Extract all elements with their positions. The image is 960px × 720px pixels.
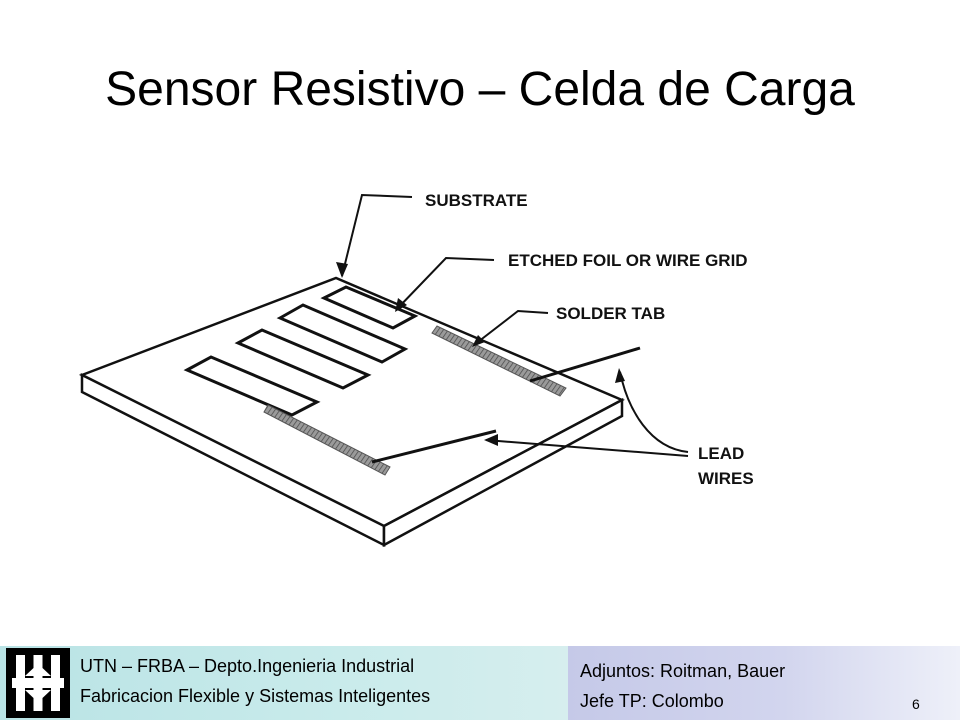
callout-substrate — [341, 193, 413, 277]
footer-institution: UTN – FRBA – Depto.Ingenieria Industrial — [80, 656, 415, 676]
label-wires: WIRES — [698, 469, 754, 488]
slide-title: Sensor Resistivo – Celda de Carga — [105, 63, 855, 116]
arrowhead-grid — [395, 298, 407, 312]
label-substrate: SUBSTRATE — [425, 191, 528, 210]
arrowhead-solder-tab — [472, 335, 485, 347]
arrowhead-lead-upper — [615, 368, 625, 383]
solder-tab-lower — [263, 404, 391, 476]
lead-wire-upper — [529, 346, 641, 383]
grid-loop-4 — [320, 285, 419, 330]
callout-lead-lower — [485, 439, 689, 457]
footer: UTN – FRBA – Depto.Ingenieria Industrial… — [0, 646, 960, 720]
label-grid: ETCHED FOIL OR WIRE GRID — [508, 251, 748, 270]
callout-lines — [341, 193, 689, 457]
arrowhead-substrate — [336, 262, 348, 278]
callout-lead-upper — [619, 371, 689, 453]
grid-loop-1 — [183, 355, 321, 417]
substrate-plate — [78, 276, 625, 548]
footer-jefe-tp: Jefe TP: Colombo — [580, 691, 724, 711]
lead-wire-lower — [371, 429, 497, 464]
label-solder-tab: SOLDER TAB — [556, 304, 665, 323]
footer-course: Fabricacion Flexible y Sistemas Intelige… — [80, 686, 431, 706]
solder-tab-upper — [431, 325, 567, 397]
grid-loop-2 — [234, 328, 372, 390]
callout-grid — [395, 256, 495, 311]
strain-gauge-diagram: SUBSTRATE ETCHED FOIL OR WIRE GRID SOLDE… — [78, 191, 754, 548]
arrowhead-lead-lower — [484, 434, 498, 446]
page-number: 6 — [912, 696, 920, 712]
footer-left-panel: UTN – FRBA – Depto.Ingenieria Industrial… — [0, 646, 568, 720]
label-lead: LEAD — [698, 444, 744, 463]
lead-wires — [371, 346, 641, 464]
footer-right-panel: Adjuntos: Roitman, Bauer Jefe TP: Colomb… — [568, 646, 960, 720]
solder-tabs — [263, 325, 567, 476]
grid-loop-3 — [276, 303, 409, 364]
foil-grid — [183, 285, 419, 417]
callout-arrowheads — [336, 262, 625, 446]
utn-logo-icon — [6, 648, 70, 718]
callout-solder-tab — [473, 309, 549, 346]
footer-adjuntos: Adjuntos: Roitman, Bauer — [580, 661, 786, 681]
